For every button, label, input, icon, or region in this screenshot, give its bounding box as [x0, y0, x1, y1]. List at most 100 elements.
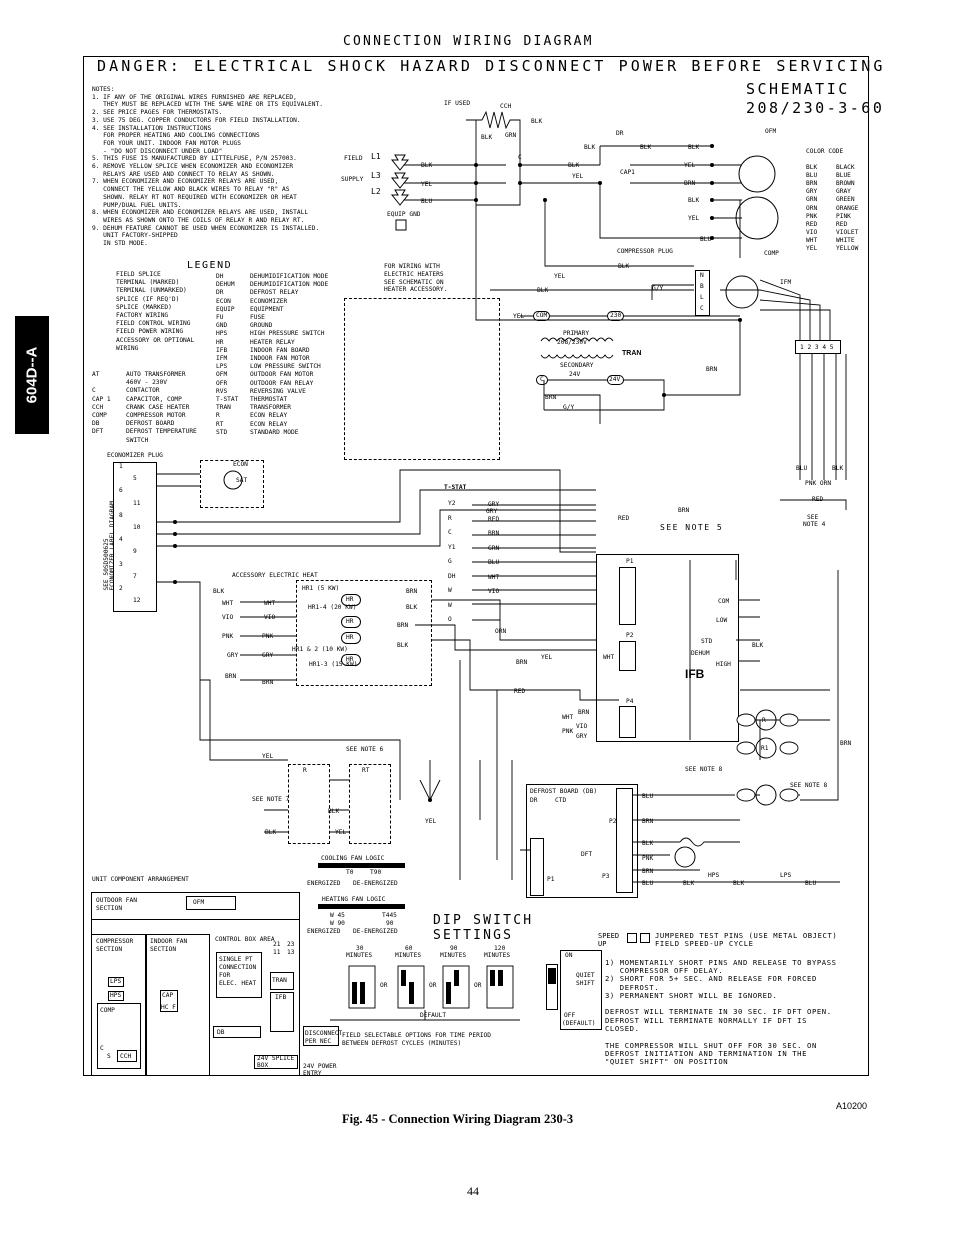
abbrev-code: R [216, 412, 220, 420]
econ-pin: 2 [119, 585, 123, 592]
heater-note-line: SEE SCHEMATIC ON [384, 278, 444, 286]
abbrev-code: GND [216, 322, 228, 330]
note-line: NOTES: [92, 86, 115, 93]
tstat-terminal: W [448, 601, 452, 609]
tstat-wire: BRN [488, 530, 500, 537]
diagram-title: CONNECTION WIRING DIAGRAM [343, 34, 594, 49]
defrost-dr: DR [530, 797, 538, 804]
cooling-energized: ENERGIZED [307, 880, 341, 887]
wire-label: VIO [222, 614, 234, 621]
ifb-p1-connector [619, 567, 636, 625]
ifm-label: IFM [780, 279, 792, 286]
heater-relay-label: HR [346, 596, 354, 603]
wire-label: BRN [397, 622, 409, 629]
wire-label: ORN [495, 628, 507, 635]
wire-label: G/Y [563, 404, 575, 411]
dr-label: DR [616, 130, 624, 137]
quiet-default: (DEFAULT) [562, 1020, 596, 1027]
note-line: 2. SEE PRICE PAGES FOR THERMOSTATS. [92, 109, 223, 117]
abbrev-code: HR [216, 338, 224, 346]
wire-label: BLU [421, 198, 433, 205]
wire-label: RED [618, 515, 630, 522]
wire-label: YEL [541, 654, 553, 661]
wire-label: BRN [642, 868, 654, 875]
abbrev-meaning: OUTDOOR FAN MOTOR [250, 371, 314, 379]
note-line: 5. THIS FUSE IS MANUFACTURED BY LITTELFU… [92, 155, 297, 163]
tstat-terminal: W [448, 587, 452, 594]
econ-plug-label: ECONOMIZER PLUG [107, 452, 163, 459]
heater-relay [341, 632, 361, 644]
abbrev-meaning: CONTACTOR [126, 387, 160, 395]
outdoor-fan-section-2: SECTION [96, 905, 123, 912]
ifb-board [596, 554, 739, 742]
color-code-abbrev: YEL [806, 245, 818, 252]
wire-label: YEL [572, 173, 584, 180]
hr1-3-15kw: HR1-3 (15 KW) [309, 661, 358, 668]
defrost-board [526, 784, 638, 898]
wire-label: BLK [688, 144, 700, 151]
term-23: 23 [287, 941, 295, 948]
speed-up-line: COMPRESSOR OFF DELAY. [605, 965, 724, 975]
abbrev-code: OFR [216, 379, 228, 387]
abbrev-meaning: REVERSING VALVE [250, 387, 306, 395]
heater-relay-label: HR [346, 634, 354, 641]
wire-label: BLK [584, 144, 596, 151]
wire-label: BLK [397, 642, 409, 649]
abbrev-code: T-STAT [216, 396, 239, 403]
field-supply-label-2: SUPPLY [341, 176, 364, 183]
wire-label: GRY [576, 733, 588, 740]
danger-banner: DANGER: ELECTRICAL SHOCK HAZARD DISCONNE… [97, 57, 886, 75]
wire-label: BLU [700, 236, 712, 243]
tstat-terminal: DH [448, 572, 456, 580]
abbrev-meaning: HIGH PRESSURE SWITCH [250, 330, 325, 338]
wire-label: BLK [733, 880, 745, 887]
indoor-fan-section [146, 934, 210, 1076]
color-code-abbrev: PNK [806, 212, 818, 220]
arrangement-cch [117, 1050, 137, 1062]
heater-relay [341, 616, 361, 628]
ifb-low: LOW [716, 617, 728, 624]
wire-label: WHT [222, 600, 234, 607]
wire-label: BLK [537, 287, 549, 294]
arrangement-db-label: DB [217, 1029, 225, 1036]
tstat-terminal: Y2 [448, 500, 456, 507]
control-box-area: CONTROL BOX AREA [215, 936, 275, 943]
speed-up-pin-1 [627, 933, 637, 943]
abbrev-meaning: ECON RELAY [250, 412, 288, 420]
color-code-name: BROWN [836, 180, 855, 188]
wire-label: PNK [562, 728, 574, 735]
arrangement-lps-label: LPS [110, 978, 122, 985]
speed-up-line: DEFROST. [605, 982, 660, 992]
arrangement-lps [108, 977, 124, 987]
wire-label: BLK [618, 263, 630, 270]
plug-letter-c: C [700, 305, 704, 312]
arrangement-ifb-label: IFB [275, 994, 287, 1001]
abbrev-meaning: DEHUMIDIFICATION MODE [250, 281, 329, 289]
tstat-terminal: C [448, 529, 452, 536]
defrost-p2: P2 [609, 818, 617, 825]
abbrev-code: IFM [216, 355, 228, 362]
heating-w90: W 90 [330, 920, 345, 927]
speed-up-line: 2) SHORT FOR 5+ SEC. AND RELEASE FOR FOR… [605, 974, 817, 984]
abbrev-meaning: STANDARD MODE [250, 428, 299, 436]
abbrev-code: DEHUM [216, 281, 235, 289]
abbrev-code: LPS [216, 363, 228, 371]
color-code-name: GRAY [836, 188, 851, 196]
note-line: 9. DEHUM FEATURE CANNOT BE USED WHEN ECO… [92, 224, 320, 232]
abbrev-code: CAP 1 [92, 395, 111, 403]
quiet-label-1: QUIET [576, 972, 595, 979]
tran-secondary-volt: 24V [569, 371, 581, 378]
heating-w45: W 45 [330, 912, 345, 919]
dip-minutes-value: 90 [450, 945, 458, 952]
wire-label: BRN [678, 507, 690, 514]
speed-up-line: JUMPERED TEST PINS (USE METAL OBJECT) [655, 931, 838, 940]
wire-label: YEL [688, 215, 700, 222]
econ-pin: 5 [133, 475, 137, 483]
splice-box-1: 24V SPLICE [257, 1055, 295, 1062]
tstat-terminal: O [448, 616, 452, 623]
wire-label: YEL [335, 829, 347, 836]
wire-label: BLK [568, 162, 580, 169]
see-note-8-b: SEE NOTE 8 [790, 782, 828, 789]
abbrev-meaning: 460V - 230V [126, 379, 167, 387]
speed-up-pin-2 [640, 933, 650, 943]
